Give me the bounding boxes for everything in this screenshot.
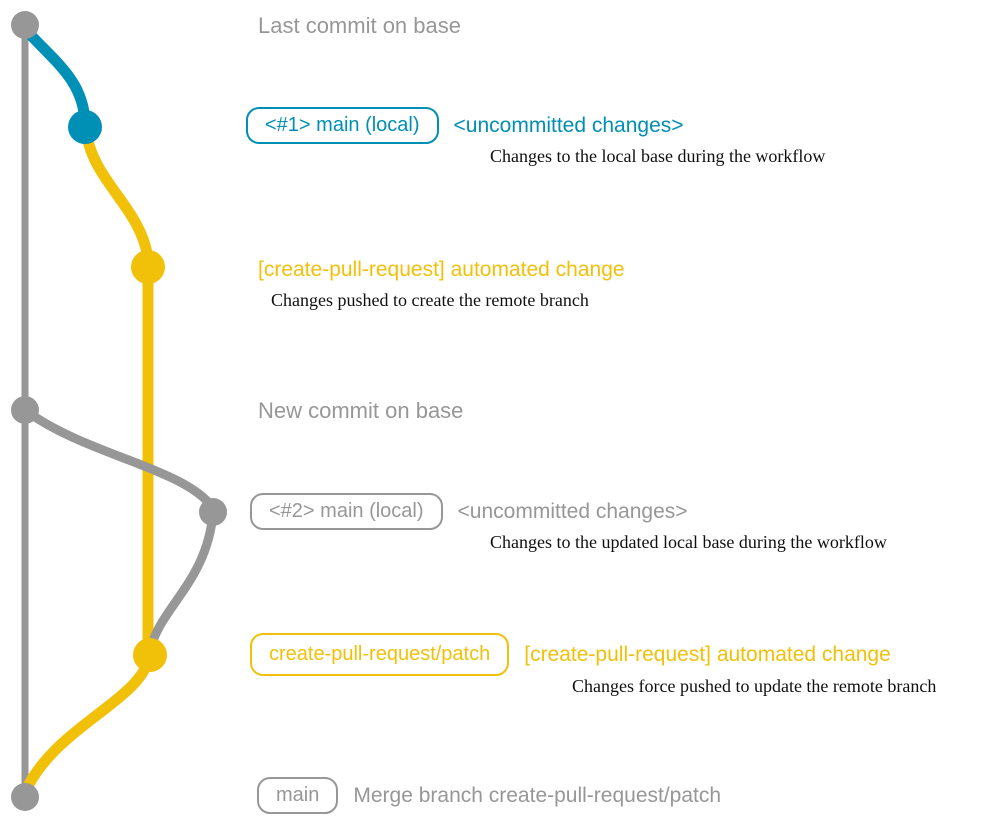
- event-local-main-2: <#2> main (local) <uncommitted changes>: [250, 493, 688, 530]
- event-patch-branch: create-pull-request/patch [create-pull-r…: [250, 633, 891, 676]
- event-title-uncommitted-1: <uncommitted changes>: [453, 113, 684, 137]
- commit-dot-local-main-2: [199, 498, 227, 526]
- branch-tag-main-local-2: <#2> main (local): [250, 493, 443, 530]
- branch-curve-create-patch: [80, 122, 154, 264]
- event-desc-uncommitted-2: Changes to the updated local base during…: [490, 532, 887, 552]
- event-desc-automated-change-1: Changes pushed to create the remote bran…: [271, 290, 589, 310]
- commit-message-merge: Merge branch create-pull-request/patch: [353, 783, 722, 807]
- event-desc-uncommitted-1: Changes to the local base during the wor…: [490, 146, 826, 166]
- commit-dot-new-base: [11, 396, 39, 424]
- commit-dot-patch-1: [131, 250, 165, 284]
- event-title-automated-change-2: [create-pull-request] automated change: [524, 642, 891, 666]
- commit-dot-last-base: [11, 11, 39, 39]
- branch-tag-create-pull-request-patch: create-pull-request/patch: [250, 633, 510, 676]
- branch-tag-main: main: [257, 777, 339, 814]
- branch-curve-merge-to-base: [21, 652, 155, 794]
- commit-dot-merge: [11, 783, 39, 811]
- branch-tag-main-local-1: <#1> main (local): [246, 107, 439, 144]
- branch-curve-local-main-2: [20, 405, 218, 513]
- event-local-main-1: <#1> main (local) <uncommitted changes>: [246, 107, 684, 144]
- branch-curve-local-main-1: [21, 25, 91, 128]
- event-merge: main Merge branch create-pull-request/pa…: [257, 777, 721, 814]
- label-new-commit-on-base: New commit on base: [258, 398, 464, 423]
- event-desc-automated-change-2: Changes force pushed to update the remot…: [572, 676, 937, 696]
- label-last-commit-on-base: Last commit on base: [258, 13, 461, 38]
- commit-dot-patch-2: [133, 638, 167, 672]
- commit-dot-local-main-1: [68, 110, 102, 144]
- branch-curve-rebase-to-patch: [146, 507, 218, 653]
- event-title-uncommitted-2: <uncommitted changes>: [457, 499, 688, 523]
- event-title-automated-change-1: [create-pull-request] automated change: [258, 258, 625, 281]
